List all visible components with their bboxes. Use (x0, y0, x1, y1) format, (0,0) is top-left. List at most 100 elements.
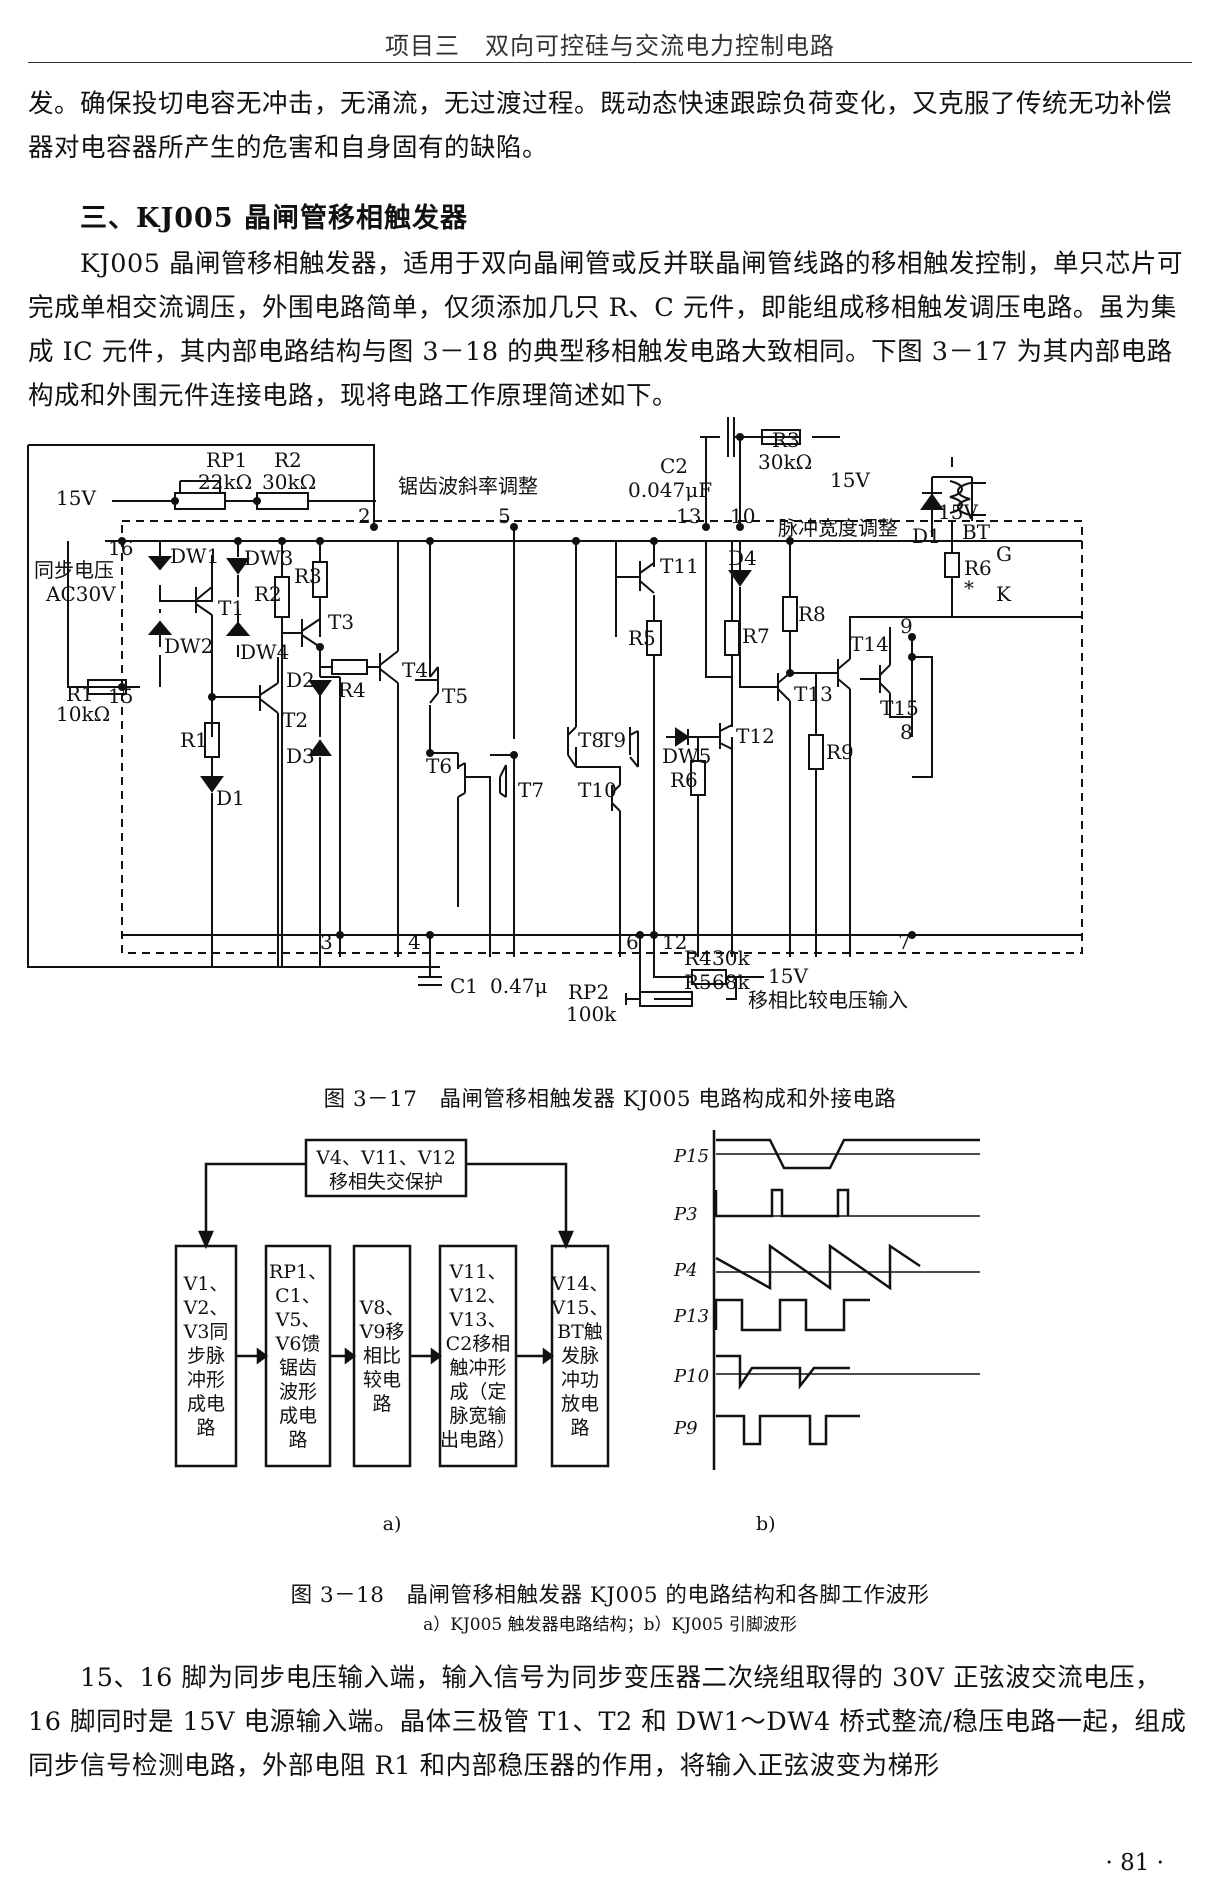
label-15v-bottom: 15V (768, 964, 808, 988)
paragraph-3: 15、16 脚为同步电压输入端，输入信号为同步变压器二次绕组取得的 30V 正弦… (28, 1663, 1187, 1781)
label-d4: D4 (728, 546, 757, 570)
label-t3: T3 (328, 610, 354, 634)
label-pin6: 6 (626, 930, 639, 954)
block-1-line: V2、 (183, 1297, 229, 1319)
label-t9: T9 (600, 728, 626, 752)
label-r3-ext-val: 30kΩ (758, 450, 812, 474)
label-c1-val: 0.47μ (490, 974, 548, 998)
label-rp1-val: 22kΩ (198, 470, 252, 494)
label-r1-ext: R1 (66, 682, 94, 706)
label-pin10: 10 (730, 504, 755, 528)
label-t5: T5 (442, 684, 468, 708)
label-compare-input: 移相比较电压输入 (748, 988, 908, 1012)
label-rp2: RP2 (568, 980, 609, 1004)
label-t4: T4 (402, 658, 428, 682)
label-t11: T11 (660, 554, 699, 578)
label-k: K (996, 582, 1012, 606)
label-r8-int: R8 (798, 602, 826, 626)
label-pin9: 9 (900, 614, 913, 638)
label-c2-val: 0.047μF (628, 478, 712, 502)
page-number: · 81 · (1105, 1850, 1164, 1876)
label-a: a) (383, 1513, 402, 1535)
label-d1-int: D1 (216, 786, 245, 810)
figure-3-17-circuit: 15V RP1 22kΩ R2 30kΩ 锯齿波斜率调整 C2 0.047μF … (20, 417, 1200, 1031)
label-15v-left: 15V (56, 486, 96, 510)
label-rp1: RP1 (206, 448, 247, 472)
block-4-line: 触冲形 (449, 1357, 506, 1379)
block-2-line: V6馈 (275, 1333, 321, 1355)
label-t6: T6 (426, 754, 452, 778)
label-t12: T12 (736, 724, 775, 748)
label-pin13: 13 (676, 504, 701, 528)
block-4-line: C2移相 (446, 1333, 511, 1355)
block-text-group: V1、V2、V3同步脉冲形成电路RP1、C1、V5、V6馈锯齿波形成电路V8、V… (183, 1261, 609, 1451)
block-4-line: 脉宽输 (449, 1405, 506, 1427)
label-r1-int: R1 (180, 728, 208, 752)
figure-3-18-subcaption: a）KJ005 触发器电路结构；b）KJ005 引脚波形 (423, 1615, 797, 1635)
label-d1-ext: D1 (912, 524, 941, 548)
label-15v-right: 15V (938, 500, 978, 524)
label-pin15: 15 (108, 684, 133, 708)
block-5-line: BT触 (557, 1321, 603, 1343)
waveform-label-p3: P3 (673, 1204, 698, 1225)
block-1-line: V1、 (183, 1273, 229, 1295)
label-rp2-val: 100k (566, 1002, 617, 1026)
label-dw4: DW4 (240, 640, 289, 664)
label-b: b) (756, 1513, 776, 1535)
block-2-line: 波形 (279, 1381, 317, 1403)
block-1-line: V3同 (183, 1321, 229, 1343)
figure-3-17-caption: 图 3－17 晶闸管移相触发器 KJ005 电路构成和外接电路 (323, 1087, 897, 1112)
block-2-line: RP1、 (269, 1261, 327, 1283)
label-pin7: 7 (898, 930, 911, 954)
label-r2: R2 (274, 448, 302, 472)
label-sync-voltage: 同步电压 (34, 558, 114, 582)
label-pulse-width-adjust: 脉冲宽度调整 (778, 516, 898, 540)
label-r2-val: 30kΩ (262, 470, 316, 494)
label-d3: D3 (286, 744, 315, 768)
protect-line2: 移相失交保护 (329, 1171, 443, 1193)
block-1-line: 步脉 (187, 1345, 225, 1367)
block-4-line: 出电路） (440, 1429, 516, 1451)
block-1-line: 成电 (187, 1393, 225, 1415)
label-ac30v: AC30V (45, 582, 116, 606)
running-header: 项目三 双向可控硅与交流电力控制电路 (385, 32, 835, 60)
label-t14: T14 (850, 632, 889, 656)
label-c1: C1 (450, 974, 478, 998)
block-4-line: V13、 (449, 1309, 507, 1331)
block-2-line: V5、 (275, 1309, 321, 1331)
label-15v-r3: 15V (830, 468, 870, 492)
block-1-line: 路 (196, 1417, 215, 1439)
block-2-line: 成电 (279, 1405, 317, 1427)
label-r4-int: R4 (338, 678, 366, 702)
waveform-label-p15: P15 (673, 1146, 709, 1167)
label-r1-ext-val: 10kΩ (56, 702, 110, 726)
label-r4-ext: R4 (684, 946, 712, 970)
waveform-label-p9: P9 (673, 1418, 698, 1439)
label-r9-int: R9 (826, 740, 854, 764)
label-pin5: 5 (498, 504, 511, 528)
label-bt: BT (962, 520, 991, 544)
paragraph-1: 发。确保投切电容无冲击，无涌流，无过渡过程。既动态快速跟踪负荷变化，又克服了传统… (28, 89, 1173, 163)
label-t13: T13 (794, 682, 833, 706)
label-dw3: DW3 (244, 546, 293, 570)
label-r3-int: R3 (294, 564, 322, 588)
block-2-line: 路 (288, 1429, 307, 1451)
block-5-line: V15、 (551, 1297, 609, 1319)
label-pin2: 2 (358, 504, 371, 528)
block-3-line: 路 (372, 1393, 391, 1415)
label-r3-ext: R3 (772, 428, 800, 452)
label-r6-star: * (964, 576, 974, 600)
block-5-line: 路 (570, 1417, 589, 1439)
label-r5-ext: R5 (684, 970, 712, 994)
label-sawtooth-adjust: 锯齿波斜率调整 (398, 474, 538, 498)
label-pin4: 4 (408, 930, 421, 954)
protect-line1: V4、V11、V12 (315, 1147, 456, 1169)
block-4-line: V12、 (449, 1285, 507, 1307)
block-5-line: 放电 (561, 1393, 599, 1415)
label-dw1: DW1 (170, 544, 219, 568)
block-5-line: V14、 (551, 1273, 609, 1295)
label-d2: D2 (286, 668, 315, 692)
label-r6-int: R6 (670, 768, 698, 792)
figure-3-18-caption: 图 3－18 晶闸管移相触发器 KJ005 的电路结构和各脚工作波形 (290, 1583, 930, 1608)
